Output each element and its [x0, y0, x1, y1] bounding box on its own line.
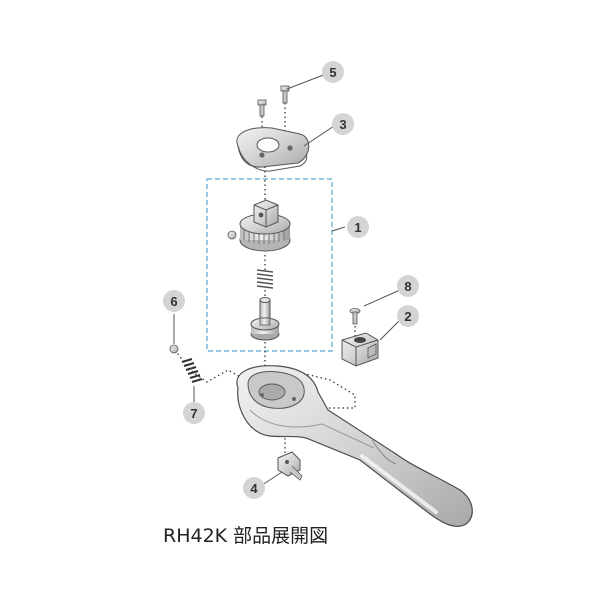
- diagram-caption: RH42K 部品展開図: [163, 525, 328, 547]
- part-5-screws: [257, 85, 290, 117]
- callout-3: 3: [332, 113, 354, 135]
- callout-4: 4: [243, 477, 265, 499]
- part-1-spring: [256, 269, 274, 289]
- part-7-spring: [181, 358, 203, 383]
- part-1-pawl-pin: [250, 297, 280, 341]
- callout-leaders: [173, 73, 401, 486]
- assembly-1-box: [206, 178, 333, 352]
- svg-text:8: 8: [404, 279, 411, 294]
- part-1-ratchet-gear: [227, 199, 291, 252]
- svg-text:6: 6: [170, 294, 177, 309]
- callout-6: 6: [163, 290, 185, 312]
- svg-text:1: 1: [354, 220, 361, 235]
- callout-5: 5: [322, 61, 344, 83]
- part-6-ball: [169, 344, 179, 354]
- part-4-pawl: [277, 451, 303, 481]
- svg-text:7: 7: [190, 406, 197, 421]
- callout-8: 8: [397, 275, 419, 297]
- svg-text:3: 3: [339, 117, 346, 132]
- svg-text:2: 2: [404, 309, 411, 324]
- callout-7: 7: [183, 402, 205, 424]
- part-8-screw: [349, 308, 361, 325]
- callout-2: 2: [397, 305, 419, 327]
- part-3-cover-plate: [236, 127, 310, 172]
- callout-1: 1: [347, 216, 369, 238]
- part-2-lever-knob: [341, 332, 379, 367]
- wrench-body: [236, 365, 473, 527]
- svg-text:5: 5: [329, 65, 336, 80]
- svg-text:4: 4: [250, 481, 258, 496]
